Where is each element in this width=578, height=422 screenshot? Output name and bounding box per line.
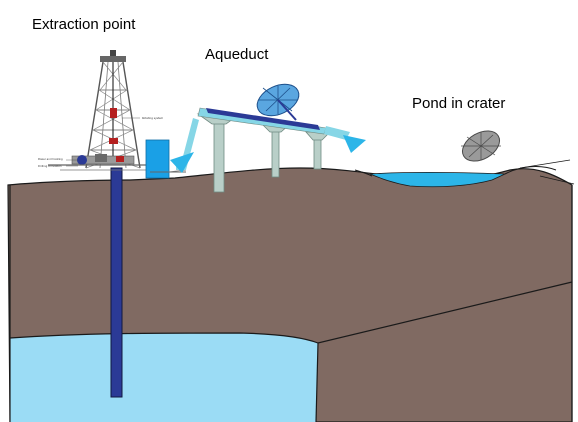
blue-umbrella-icon [256,83,300,121]
drilling-rig-icon: Rotating system Power and hoisting Drill… [38,50,164,171]
svg-text:Power and hoisting: Power and hoisting [38,157,63,161]
extraction-point-label: Extraction point [32,16,136,33]
extraction-pipe [110,167,123,398]
aqueduct-structure [170,107,366,193]
aquifer-water-left [10,333,318,422]
water-tank-icon [145,139,187,179]
rock-block-edge [315,342,319,422]
aqueduct-label: Aqueduct [205,46,269,63]
aquifer-boundary [9,281,573,344]
pond-crater [354,159,575,188]
gray-umbrella-icon [461,130,501,162]
pond-in-crater-label: Pond in crater [412,95,506,112]
svg-text:Drilling circulation: Drilling circulation [38,164,62,168]
svg-text:Rotating system: Rotating system [142,116,164,120]
